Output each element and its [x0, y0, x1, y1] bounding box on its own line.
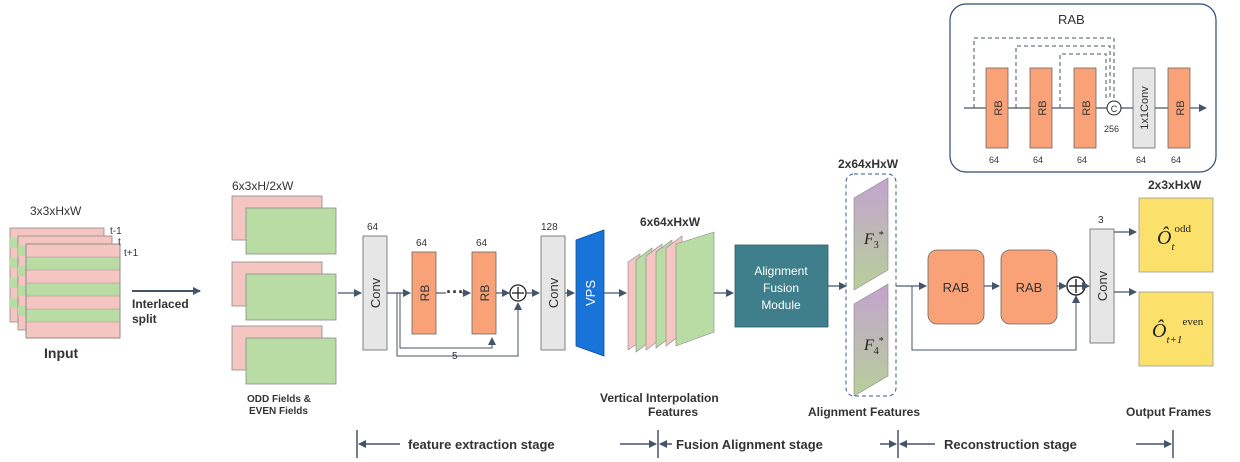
t-minus-1-label: t-1	[110, 226, 122, 237]
output-label: Output Frames	[1126, 405, 1212, 419]
rab-detail-title: RAB	[1058, 12, 1085, 27]
interp-slices	[627, 231, 715, 353]
vps-label: VPS	[583, 280, 598, 306]
rb1-block: 64 RB	[411, 238, 437, 335]
rab-dense-skip-2	[1015, 45, 1111, 108]
rab1-block: RAB	[927, 249, 985, 325]
rb-skip-connection	[399, 293, 496, 349]
output-frame-even	[1138, 291, 1214, 367]
rab-ch-1: 64	[989, 155, 999, 165]
rab-dense-skip-3	[1059, 53, 1107, 108]
rab-detail-1x1conv: 1x1Conv	[1132, 67, 1156, 149]
conv1-block: 64 Conv	[362, 222, 388, 351]
align-label: Alignment Features	[808, 405, 920, 419]
rb2-channels: 64	[476, 238, 488, 249]
split-label: split	[132, 312, 157, 326]
rab-ch-5: 64	[1171, 155, 1181, 165]
interp-label-line2: Features	[648, 405, 698, 419]
rab1-label: RAB	[943, 280, 970, 295]
stage-extraction-label: feature extraction stage	[408, 437, 555, 452]
t-plus-1-label: t+1	[124, 248, 139, 259]
conv1-label: Conv	[368, 277, 383, 308]
t-label: t	[118, 237, 121, 248]
rab-detail-rb2-label: RB	[1037, 100, 1049, 115]
concat-icon: C	[1106, 100, 1122, 116]
afm-line2: Fusion	[763, 281, 799, 295]
alignment-features: 2x64xHxW F3* F4* Alignment Features	[808, 157, 920, 419]
fields-dims-label: 6x3xH/2xW	[232, 179, 294, 193]
interp-label-line1: Vertical Interpolation	[600, 391, 719, 405]
interp-features: 6x64xHxW Vertical Interpolation Features	[600, 215, 719, 419]
f3-label: F3*	[863, 230, 884, 251]
input-frames: 3x3xHxW t-1 t t+1 Input	[9, 204, 139, 361]
rab-detail-panel: RAB RB RB RB C 256 1x1Conv	[949, 3, 1217, 173]
output-frame-odd	[1138, 197, 1214, 273]
f4-label: F4*	[863, 336, 884, 357]
fields-label-line2: EVEN Fields	[249, 406, 308, 417]
output-odd-sup: odd	[1175, 223, 1192, 235]
rab-ch-3: 64	[1077, 155, 1087, 165]
rab-detail-rb1: RB	[985, 67, 1009, 149]
conv3-block: 3 Conv	[1089, 215, 1115, 344]
conv1-channels: 64	[367, 222, 379, 233]
vps-block: VPS	[575, 229, 605, 357]
conv2-block: 128 Conv	[540, 222, 566, 351]
concat-label: C	[1111, 104, 1118, 114]
recon-skip-connection	[911, 286, 1080, 351]
output-frames: 2x3xHxW Ôtodd Ôt+1even Output Frames	[1126, 178, 1214, 419]
output-even-sub: t+1	[1166, 334, 1182, 346]
rb1-label: RB	[418, 285, 432, 302]
conv3-channels: 3	[1098, 215, 1104, 226]
align-dashed-frame	[845, 173, 897, 397]
input-frame-t-plus-1	[25, 243, 121, 339]
alignment-fusion-module: Alignment Fusion Module	[734, 244, 829, 328]
sum2-icon	[1066, 276, 1086, 296]
input-label: Input	[44, 345, 79, 361]
conv3-label: Conv	[1095, 270, 1110, 301]
rab-ch-4: 64	[1136, 155, 1146, 165]
f4-sub: 4	[874, 346, 879, 357]
rab-detail-rb1-label: RB	[993, 100, 1005, 115]
rab2-label: RAB	[1016, 280, 1043, 295]
conv2-channels: 128	[541, 222, 558, 233]
rab-detail-rb3-label: RB	[1081, 100, 1093, 115]
rb2-label: RB	[478, 285, 492, 302]
rab-detail-rb3: RB	[1073, 67, 1097, 149]
interp-dims-label: 6x64xHxW	[640, 215, 701, 229]
rab2-block: RAB	[1000, 249, 1058, 325]
rb1-channels: 64	[416, 238, 428, 249]
rab-detail-rb4-label: RB	[1175, 100, 1187, 115]
output-odd-sub: t	[1171, 241, 1175, 253]
concat-channels: 256	[1104, 124, 1119, 134]
output-dims-label: 2x3xHxW	[1148, 178, 1202, 192]
f3-sub: 3	[874, 240, 879, 251]
rab-detail-rb4: RB	[1167, 67, 1191, 149]
global-skip-connection	[396, 293, 522, 357]
output-even-sup: even	[1182, 316, 1203, 328]
rab-detail-rb2: RB	[1029, 67, 1053, 149]
input-dims-label: 3x3xHxW	[30, 204, 82, 218]
rab-ch-2: 64	[1033, 155, 1043, 165]
rab-detail-conv-label: 1x1Conv	[1139, 86, 1151, 130]
rb2-block: 64 RB	[471, 238, 497, 335]
rab-dense-skip-1	[973, 37, 1115, 108]
afm-line1: Alignment	[754, 264, 808, 278]
rb-dots: ···	[446, 282, 464, 302]
stage-recon-label: Reconstruction stage	[944, 437, 1077, 452]
stage-bar: feature extraction stage Fusion Alignmen…	[356, 430, 1174, 458]
fields-label-line1: ODD Fields &	[247, 394, 311, 405]
stage-fusion-label: Fusion Alignment stage	[676, 437, 823, 452]
afm-line3: Module	[761, 298, 801, 312]
odd-even-fields: 6x3xH/2xW ODD Fields & EVEN Fields	[231, 179, 337, 417]
align-dims-label: 2x64xHxW	[838, 157, 899, 171]
interlaced-label: Interlaced	[132, 297, 189, 311]
conv2-label: Conv	[546, 277, 561, 308]
sum1-icon	[509, 284, 527, 302]
